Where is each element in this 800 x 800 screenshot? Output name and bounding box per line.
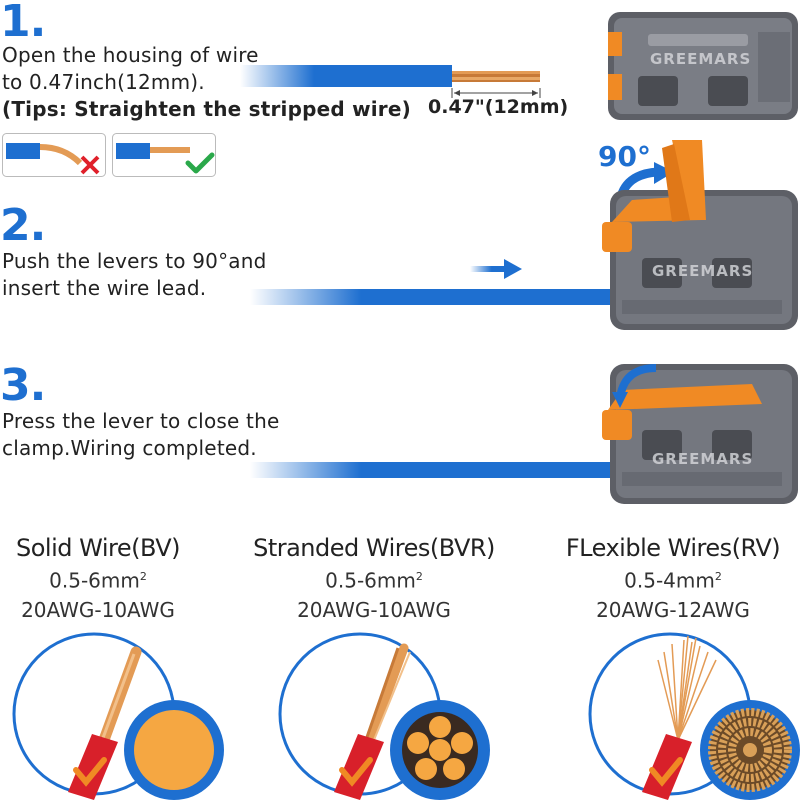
check-icon: [339, 757, 373, 787]
stranded-wire-title: Stranded Wires(BVR): [253, 534, 495, 562]
solid-wire-illustration: [12, 632, 224, 800]
step-1-text: Open the housing of wire to 0.47inch(12m…: [2, 42, 411, 123]
solid-wire-spec: Solid Wire(BV) 0.5-6mm2 20AWG-10AWG: [0, 534, 196, 625]
flexible-wire-illustration: [588, 632, 800, 800]
step-2-number: 2.: [0, 200, 46, 251]
wire-step-3: [250, 462, 620, 478]
stripped-wire-illustration: [240, 65, 541, 98]
connector-lever-up: [602, 140, 798, 330]
check-icon: [185, 152, 215, 174]
flexible-wire-awg: 20AWG-12AWG: [596, 597, 750, 622]
stranded-wire-awg: 20AWG-10AWG: [297, 597, 451, 622]
step-1-line1: Open the housing of wire: [2, 43, 259, 67]
close-arrow-icon: [612, 364, 657, 408]
angle-label: 90°: [598, 140, 651, 173]
step-2-line2: insert the wire lead.: [2, 276, 207, 300]
brand-watermark-1: GREEMARS: [650, 50, 752, 68]
step-1-tip: (Tips: Straighten the stripped wire): [2, 97, 411, 121]
strip-length-label: 0.47"(12mm): [428, 96, 569, 118]
wrong-example-box: [2, 133, 106, 177]
wire-step-2: [250, 289, 620, 305]
check-icon: [73, 757, 107, 787]
flexible-wire-area: 0.5-4mm2: [624, 568, 722, 593]
connector-lever-closed: [602, 364, 798, 504]
flexible-wire-title: FLexible Wires(RV): [565, 534, 781, 562]
step-3-line2: clamp.Wiring completed.: [2, 436, 257, 460]
solid-wire-title: Solid Wire(BV): [16, 534, 180, 562]
step-3-line1: Press the lever to close the: [2, 409, 280, 433]
cross-icon: [80, 155, 100, 175]
step-1-number: 1.: [0, 0, 46, 47]
step-2-text: Push the levers to 90°and insert the wir…: [2, 248, 267, 302]
solid-wire-area: 0.5-6mm2: [49, 568, 147, 593]
step-2-line1: Push the levers to 90°and: [2, 249, 267, 273]
stranded-wire-illustration: [278, 632, 490, 800]
solid-wire-awg: 20AWG-10AWG: [21, 597, 175, 622]
connector-open-top: [608, 12, 798, 120]
step-1-line2: to 0.47inch(12mm).: [2, 70, 205, 94]
flexible-wire-spec: FLexible Wires(RV) 0.5-4mm2 20AWG-12AWG: [546, 534, 800, 625]
brand-watermark-2: GREEMARS: [652, 262, 754, 280]
correct-example-box: [112, 133, 216, 177]
step-3-number: 3.: [0, 360, 46, 411]
brand-watermark-3: GREEMARS: [652, 450, 754, 468]
push-arrow-icon: [470, 259, 522, 279]
stranded-wire-area: 0.5-6mm2: [325, 568, 423, 593]
check-icon: [649, 757, 683, 787]
stranded-wire-spec: Stranded Wires(BVR) 0.5-6mm2 20AWG-10AWG: [226, 534, 522, 625]
step-3-text: Press the lever to close the clamp.Wirin…: [2, 408, 280, 462]
